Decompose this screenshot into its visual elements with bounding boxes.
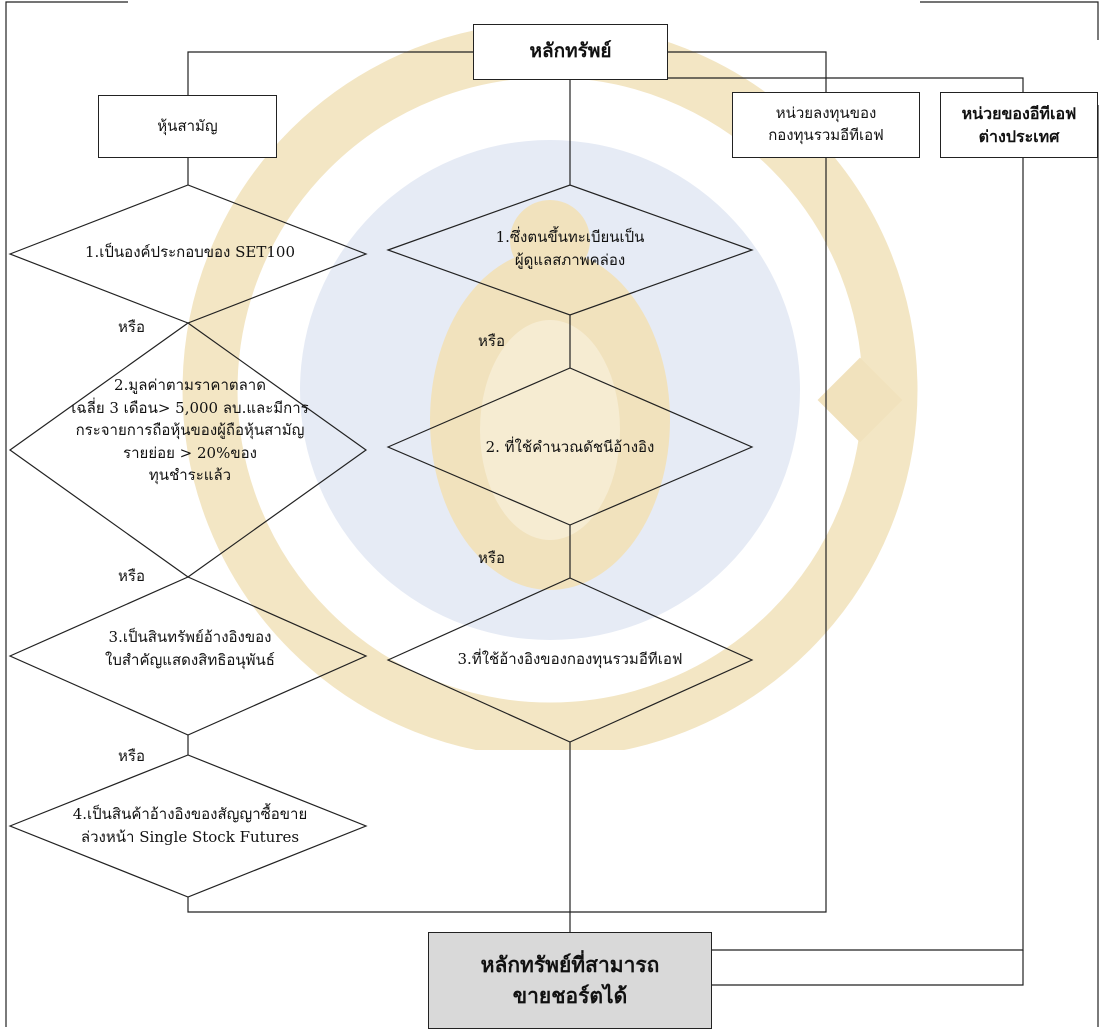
left-condition-2-line-3: กระจายการถือหุ้นของผู้ถือหุ้นสามัญ — [75, 421, 305, 439]
mid-condition-2-text: 2. ที่ใช้คำนวณดัชนีอ้างอิง — [485, 438, 655, 456]
securities-title-box: หลักทรัพย์ — [473, 24, 668, 80]
left-condition-2-line-5: ทุนชำระแล้ว — [148, 466, 232, 484]
mid-condition-3: 3.ที่ใช้อ้างอิงของกองทุนรวมอีทีเอฟ — [400, 648, 740, 671]
left-condition-3-line-1: 3.เป็นสินทรัพย์อ้างอิงของ — [108, 628, 272, 646]
left-condition-1: 1.เป็นองค์ประกอบของ SET100 — [40, 241, 340, 264]
left-condition-4-line-2: ล่วงหน้า Single Stock Futures — [80, 827, 300, 846]
etf-units-line-2: กองทุนรวมอีทีเอฟ — [768, 126, 884, 144]
left-condition-2-line-4: รายย่อย > 20%ของ — [123, 443, 257, 462]
left-or-3: หรือ — [118, 747, 145, 765]
short-sellable-securities-box: หลักทรัพย์ที่สามารถ ขายชอร์ตได้ — [428, 932, 712, 1029]
left-condition-2-line-1: 2.มูลค่าตามราคาตลาด — [114, 376, 266, 394]
left-condition-3: 3.เป็นสินทรัพย์อ้างอิงของ ใบสำคัญแสดงสิท… — [40, 626, 340, 671]
title-text: หลักทรัพย์ — [529, 40, 612, 63]
left-condition-1-text: 1.เป็นองค์ประกอบของ SET100 — [84, 243, 296, 261]
left-condition-4-line-1: 4.เป็นสินค้าอ้างอิงของสัญญาซื้อขาย — [72, 805, 308, 823]
result-line-1: หลักทรัพย์ที่สามารถ — [480, 952, 660, 978]
left-or-1: หรือ — [118, 318, 145, 336]
mid-condition-2: 2. ที่ใช้คำนวณดัชนีอ้างอิง — [430, 436, 710, 459]
common-stock-box: หุ้นสามัญ — [98, 95, 277, 158]
mid-condition-3-text: 3.ที่ใช้อ้างอิงของกองทุนรวมอีทีเอฟ — [457, 650, 683, 668]
left-condition-3-line-2: ใบสำคัญแสดงสิทธิอนุพันธ์ — [105, 650, 275, 669]
left-or-2: หรือ — [118, 567, 145, 585]
mid-condition-1-line-1: 1.ซึ่งตนขึ้นทะเบียนเป็น — [495, 228, 645, 246]
foreign-etf-line-1: หน่วยของอีทีเอฟ — [961, 103, 1077, 123]
etf-units-line-1: หน่วยลงทุนของ — [775, 104, 877, 123]
mid-condition-1-line-2: ผู้ดูแลสภาพคล่อง — [514, 250, 626, 269]
result-line-2: ขายชอร์ตได้ — [512, 982, 628, 1008]
etf-units-box: หน่วยลงทุนของ กองทุนรวมอีทีเอฟ — [732, 92, 920, 158]
mid-or-2: หรือ — [478, 549, 505, 567]
foreign-etf-box: หน่วยของอีทีเอฟ ต่างประเทศ — [940, 92, 1098, 158]
foreign-etf-line-2: ต่างประเทศ — [978, 127, 1060, 146]
mid-condition-1: 1.ซึ่งตนขึ้นทะเบียนเป็น ผู้ดูแลสภาพคล่อง — [430, 226, 710, 271]
left-condition-4: 4.เป็นสินค้าอ้างอิงของสัญญาซื้อขาย ล่วงห… — [20, 803, 360, 848]
mid-or-1: หรือ — [478, 332, 505, 350]
left-condition-2-line-2: เฉลี่ย 3 เดือน> 5,000 ลบ.และมีการ — [71, 398, 309, 417]
left-condition-2: 2.มูลค่าตามราคาตลาด เฉลี่ย 3 เดือน> 5,00… — [20, 374, 360, 487]
common-stock-label: หุ้นสามัญ — [157, 116, 218, 135]
